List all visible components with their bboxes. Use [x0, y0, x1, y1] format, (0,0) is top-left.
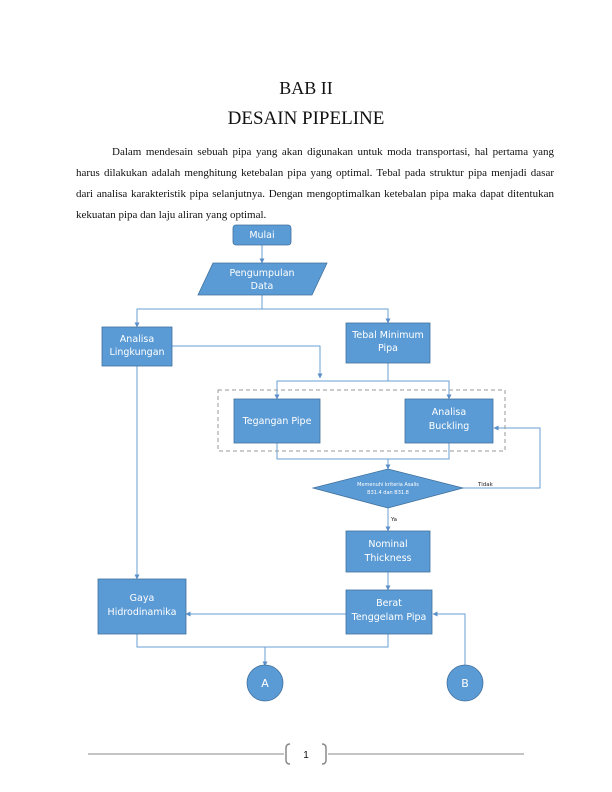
right-bracket-icon — [321, 743, 327, 765]
pipe-stress-node: Tegangan Pipe — [233, 398, 321, 444]
svg-text:Pipa: Pipa — [378, 343, 398, 354]
svg-text:Mulai: Mulai — [249, 230, 274, 241]
hydrodynamic-force-node: Gaya Hidrodinamika — [97, 578, 187, 635]
connector-a: A — [246, 664, 284, 702]
svg-text:Berat: Berat — [376, 598, 402, 609]
svg-text:A: A — [261, 677, 269, 690]
svg-text:Hidrodinamika: Hidrodinamika — [108, 607, 177, 618]
svg-text:Tebal Minimum: Tebal Minimum — [351, 330, 424, 341]
data-collection-node: Pengumpulan Data — [197, 262, 328, 296]
svg-text:Gaya: Gaya — [130, 593, 155, 604]
svg-text:B: B — [461, 677, 469, 690]
criteria-decision-node: Memenuhi kriteria Asalis B31.4 dan B31.8 — [311, 468, 465, 509]
flow-lines — [134, 245, 541, 667]
svg-text:Lingkungan: Lingkungan — [109, 347, 164, 358]
svg-text:Analisa: Analisa — [120, 334, 154, 345]
start-terminal: Mulai — [232, 224, 292, 246]
left-bracket-icon — [285, 743, 291, 765]
submerged-weight-node: Berat Tenggelam Pipa — [345, 589, 433, 635]
svg-text:Nominal: Nominal — [368, 539, 407, 550]
svg-text:Data: Data — [251, 281, 274, 292]
chapter-heading: BAB II — [279, 78, 333, 98]
nominal-thickness-node: Nominal Thickness — [345, 530, 431, 573]
svg-text:Thickness: Thickness — [364, 553, 412, 564]
environment-analysis-node: Analisa Lingkungan — [101, 326, 173, 367]
minimum-thickness-node: Tebal Minimum Pipa — [345, 322, 431, 364]
chapter-title: DESAIN PIPELINE — [227, 108, 385, 129]
svg-text:B31.4 dan B31.8: B31.4 dan B31.8 — [367, 490, 409, 496]
svg-text:Tenggelam Pipa: Tenggelam Pipa — [351, 612, 427, 623]
no-branch-label: Tidak — [477, 482, 494, 488]
svg-text:Pengumpulan: Pengumpulan — [229, 268, 294, 279]
page-number: 1 — [303, 750, 309, 761]
svg-text:Memenuhi kriteria Asalis: Memenuhi kriteria Asalis — [357, 482, 419, 488]
page-footer: 1 — [88, 743, 524, 765]
svg-text:Analisa: Analisa — [432, 407, 466, 418]
buckling-analysis-node: Analisa Buckling — [404, 398, 494, 444]
svg-text:Buckling: Buckling — [429, 421, 470, 432]
connector-b: B — [446, 664, 484, 702]
svg-text:Tegangan Pipe: Tegangan Pipe — [242, 416, 312, 427]
intro-paragraph: Dalam mendesain sebuah pipa yang akan di… — [76, 146, 554, 221]
analysis-group-frame — [217, 389, 506, 452]
yes-branch-label: Ya — [390, 517, 397, 523]
